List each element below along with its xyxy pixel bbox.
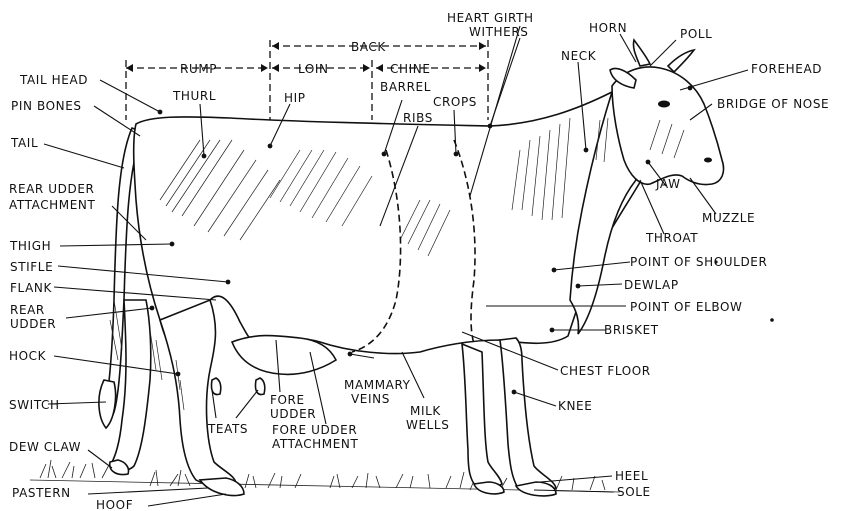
label-withers: WITHERS (469, 25, 529, 39)
label-back: BACK (351, 40, 386, 54)
label-rump: RUMP (180, 62, 217, 76)
label-barrel: BARREL (380, 80, 431, 94)
label-horn: HORN (589, 21, 627, 35)
label-poll: POLL (680, 27, 712, 41)
label-heart-girth: HEART GIRTH (447, 11, 534, 25)
label-heel: HEEL (615, 469, 648, 483)
label-chest-floor: CHEST FLOOR (560, 364, 651, 378)
label-fore-udder-line1: FORE (270, 393, 305, 407)
label-thigh: THIGH (9, 239, 51, 253)
label-ribs: RIBS (403, 111, 433, 125)
label-bridge-of-nose: BRIDGE OF NOSE (717, 97, 829, 111)
label-dew-claw: DEW CLAW (9, 440, 81, 454)
label-thurl: THURL (172, 89, 216, 103)
label-milk-wells-line2: WELLS (406, 418, 449, 432)
label-hip: HIP (284, 91, 306, 105)
label-switch: SWITCH (9, 398, 60, 412)
label-fore-udder-line2: UDDER (270, 407, 316, 421)
label-rear-udder-line2: UDDER (10, 317, 56, 331)
label-loin: LOIN (298, 62, 329, 76)
label-throat: THROAT (645, 231, 698, 245)
label-rear-udder-attachment-line2: ATTACHMENT (9, 198, 96, 212)
label-chine: CHINE (390, 62, 431, 76)
label-crops: CROPS (433, 95, 477, 109)
label-neck: NECK (561, 49, 597, 63)
label-milk-wells-line1: MILK (410, 404, 441, 418)
label-knee: KNEE (558, 399, 592, 413)
label-hock: HOCK (9, 349, 47, 363)
label-pastern: PASTERN (12, 486, 71, 500)
label-mammary-veins-line1: MAMMARY (344, 378, 411, 392)
label-fore-udder-attachment-line1: FORE UDDER (272, 423, 357, 437)
label-stifle: STIFLE (10, 260, 53, 274)
label-hoof: HOOF (96, 498, 133, 511)
label-tail: TAIL (10, 136, 38, 150)
label-brisket: BRISKET (604, 323, 659, 337)
label-rear-udder-line1: REAR (10, 303, 45, 317)
label-forehead: FOREHEAD (751, 62, 822, 76)
label-fore-udder-attachment-line2: ATTACHMENT (272, 437, 359, 451)
label-dewlap: DEWLAP (624, 278, 679, 292)
label-flank: FLANK (10, 281, 52, 295)
label-tail-head: TAIL HEAD (19, 73, 88, 87)
label-sole: SOLE (617, 485, 651, 499)
label-pin-bones: PIN BONES (11, 99, 82, 113)
label-teats: TEATS (207, 422, 248, 436)
label-jaw: JAW (655, 177, 681, 191)
label-rear-udder-attachment-line1: REAR UDDER (9, 182, 94, 196)
label-muzzle: MUZZLE (702, 211, 755, 225)
label-mammary-veins-line2: VEINS (351, 392, 390, 406)
label-point-of-elbow: POINT OF ELBOW (630, 300, 743, 314)
label-point-of-shoulder: POINT OF SHOULDER (630, 255, 767, 269)
